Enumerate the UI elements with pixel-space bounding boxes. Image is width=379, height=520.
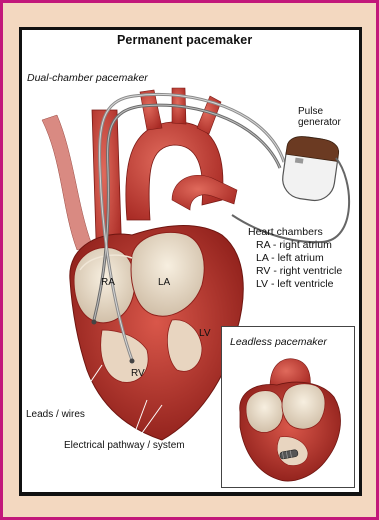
legend-item: RV - right ventricle [248, 265, 342, 278]
label-ra: RA [101, 277, 115, 288]
legend-item: LV - left ventricle [248, 278, 342, 291]
aortic-arch [126, 122, 223, 220]
pulse-generator-label: Pulse generator [298, 106, 341, 128]
label-la: LA [158, 277, 170, 288]
figure-border: Permanent pacemaker Dual-chamber pacemak… [19, 27, 362, 496]
heart-chambers-legend: Heart chambers RA - right atrium LA - le… [248, 226, 342, 291]
label-rv: RV [131, 368, 145, 379]
legend-heading: Heart chambers [248, 226, 342, 239]
leads-label: Leads / wires [26, 409, 85, 420]
left-vessel [42, 115, 92, 250]
pulse-generator-label-line1: Pulse [298, 106, 341, 117]
figure-panel: Permanent pacemaker Dual-chamber pacemak… [22, 30, 359, 492]
legend-item: LA - left atrium [248, 252, 342, 265]
inset-left-atrium [282, 384, 325, 429]
pulse-generator [280, 134, 340, 203]
label-lv: LV [199, 328, 211, 339]
inset-right-atrium [246, 391, 283, 433]
figure-title: Permanent pacemaker [117, 33, 252, 47]
legend-item: RA - right atrium [248, 239, 342, 252]
leadless-inset: Leadless pacemaker [221, 326, 355, 488]
pulse-generator-label-line2: generator [298, 117, 341, 128]
leadless-heart-illustration [222, 327, 354, 487]
pathway-label: Electrical pathway / system [64, 440, 185, 451]
figure-subtitle: Dual-chamber pacemaker [27, 72, 148, 84]
